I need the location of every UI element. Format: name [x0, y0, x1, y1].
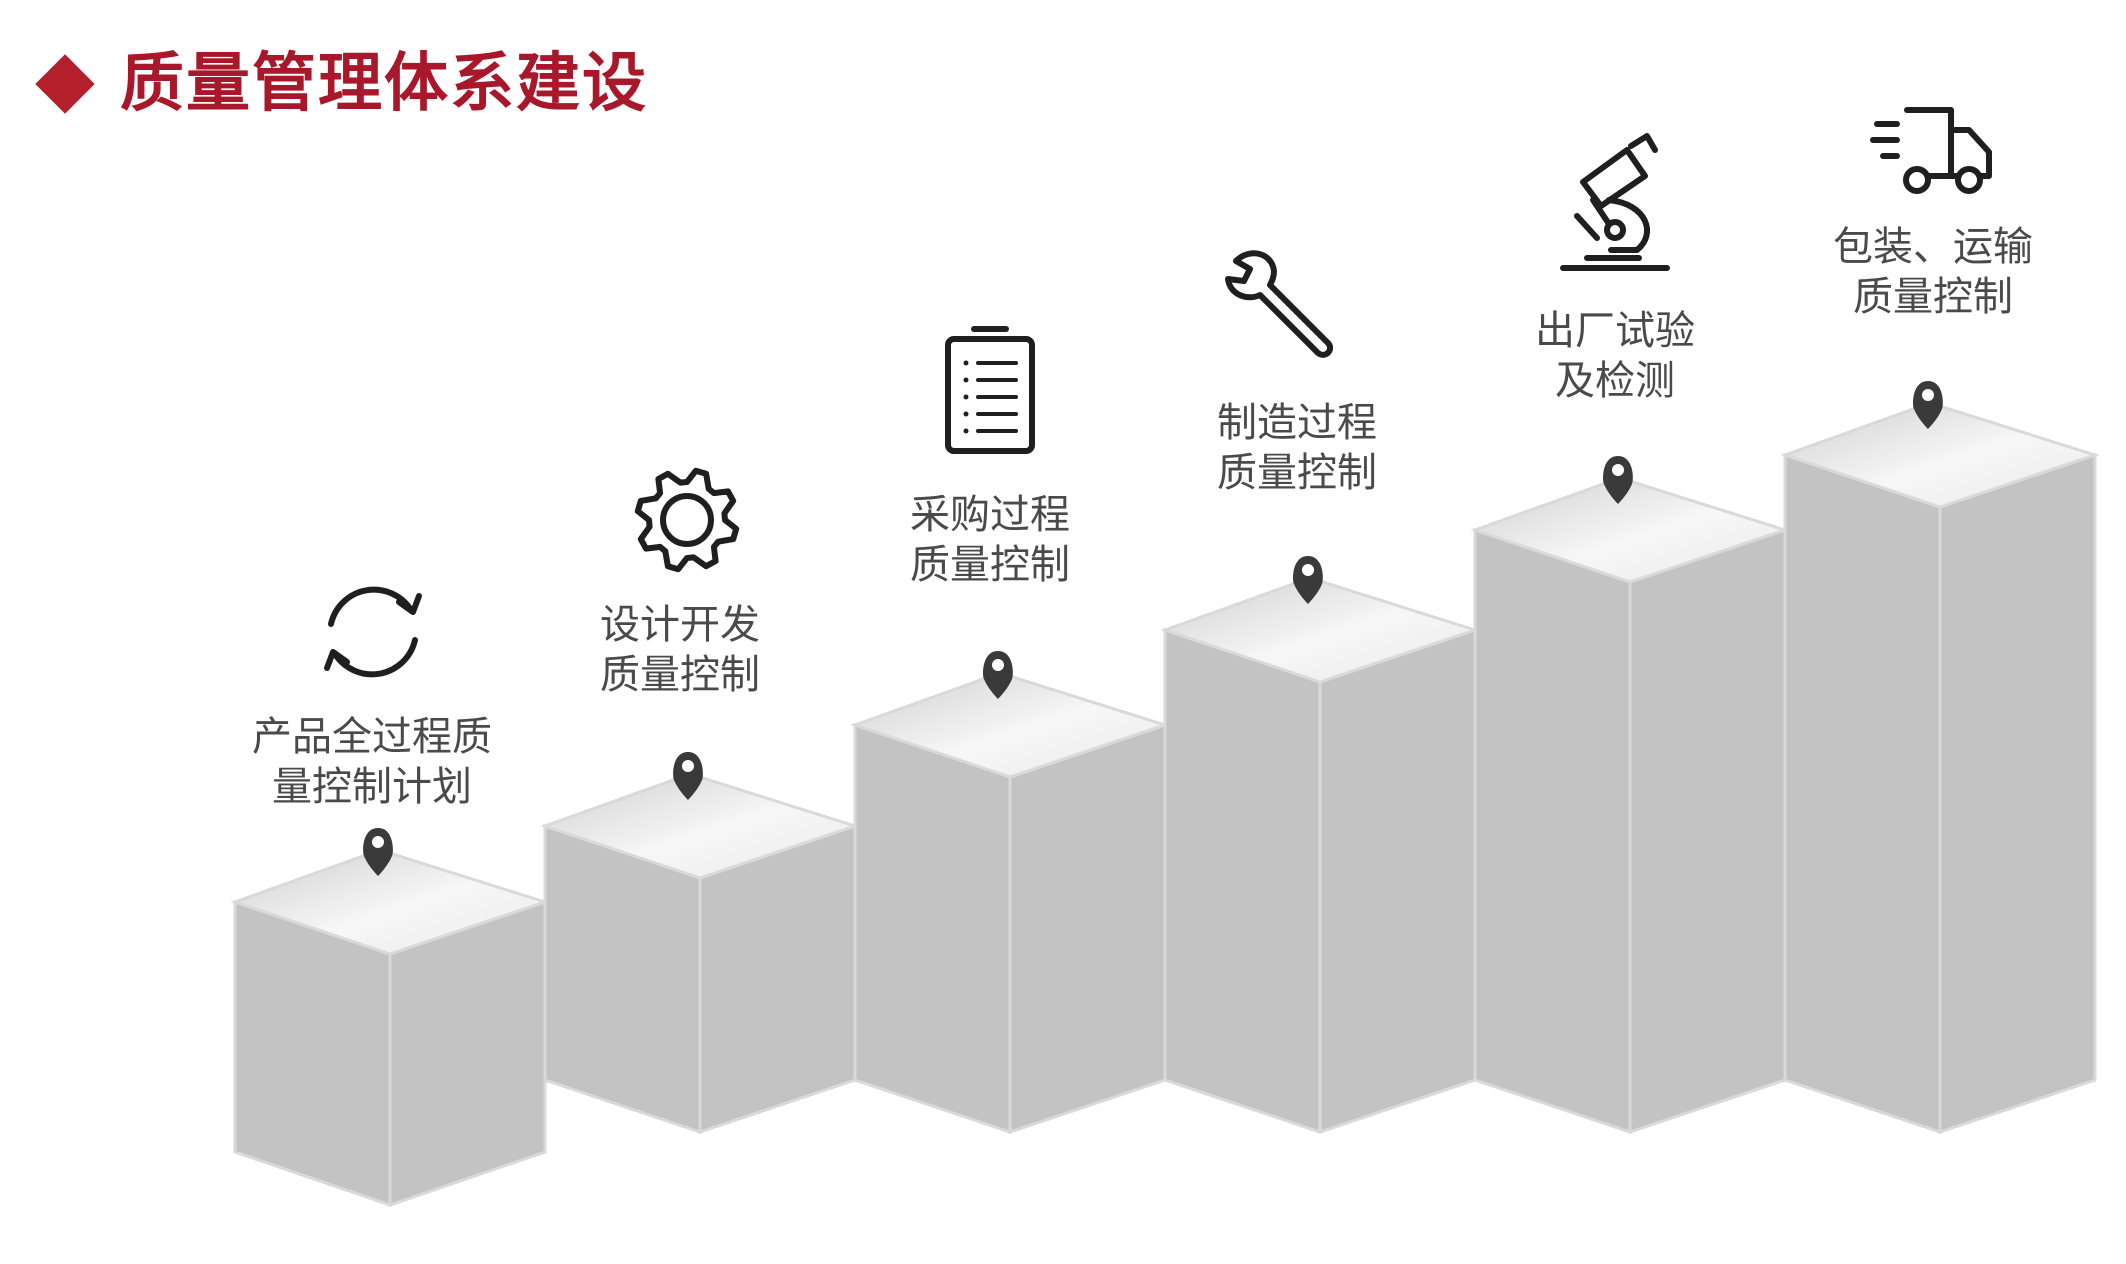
step-cube: [1160, 556, 1480, 1135]
map-pin-icon: [983, 651, 1013, 699]
map-pin-icon: [1603, 456, 1633, 504]
step-label-line: 质量控制: [910, 542, 1070, 588]
cube-left-face: [1783, 452, 1942, 1135]
map-pin-icon: [1913, 381, 1943, 429]
cube-right-face: [1628, 527, 1787, 1135]
step-label-line: 质量控制: [1853, 274, 2013, 320]
step-label-line: 采购过程: [910, 492, 1070, 538]
step-label: 采购过程质量控制: [820, 490, 1160, 590]
step-label-line: 质量控制: [1217, 450, 1377, 496]
step-label-line: 制造过程: [1217, 400, 1377, 446]
cube-left-face: [1163, 627, 1322, 1135]
step-label: 制造过程质量控制: [1127, 398, 1467, 498]
delivery-truck-icon: [1870, 107, 1992, 194]
step-label: 设计开发质量控制: [510, 600, 850, 700]
step-cube: [230, 828, 550, 1208]
clipboard-icon: [945, 326, 1035, 454]
cube-right-face: [1008, 722, 1167, 1135]
cube-right-face: [698, 823, 857, 1135]
cube-right-face: [1938, 452, 2097, 1135]
wrench-icon: [1225, 250, 1334, 358]
step-cube: [1470, 456, 1790, 1135]
map-pin-icon: [673, 752, 703, 800]
cube-top-face: [1780, 401, 2100, 509]
step-label-line: 产品全过程质: [252, 714, 492, 760]
step-label: 出厂试验及检测: [1445, 306, 1785, 406]
refresh-icon: [324, 586, 422, 678]
page-title: 质量管理体系建设: [120, 47, 648, 121]
map-pin-icon: [363, 828, 393, 876]
step-label-line: 设计开发: [600, 602, 760, 648]
cube-right-face: [1318, 627, 1477, 1135]
step-cube: [850, 651, 1170, 1135]
title-bar: 质量管理体系建设: [30, 52, 648, 116]
step-cube: [540, 752, 860, 1135]
step-label-line: 出厂试验: [1535, 308, 1695, 354]
step-label-line: 质量控制: [600, 652, 760, 698]
cube-left-face: [853, 722, 1012, 1135]
step-label-line: 及检测: [1555, 358, 1675, 404]
step-label-line: 包装、运输: [1833, 224, 2033, 270]
step-label: 包装、运输质量控制: [1763, 222, 2103, 322]
cube-left-face: [1473, 527, 1632, 1135]
step-label: 产品全过程质量控制计划: [202, 712, 542, 812]
microscope-icon: [1560, 133, 1670, 271]
step-label-line: 量控制计划: [272, 764, 472, 810]
gear-icon: [634, 467, 740, 573]
step-cube: [1780, 381, 2100, 1135]
cube-left-face: [543, 823, 702, 1135]
map-pin-icon: [1293, 556, 1323, 604]
